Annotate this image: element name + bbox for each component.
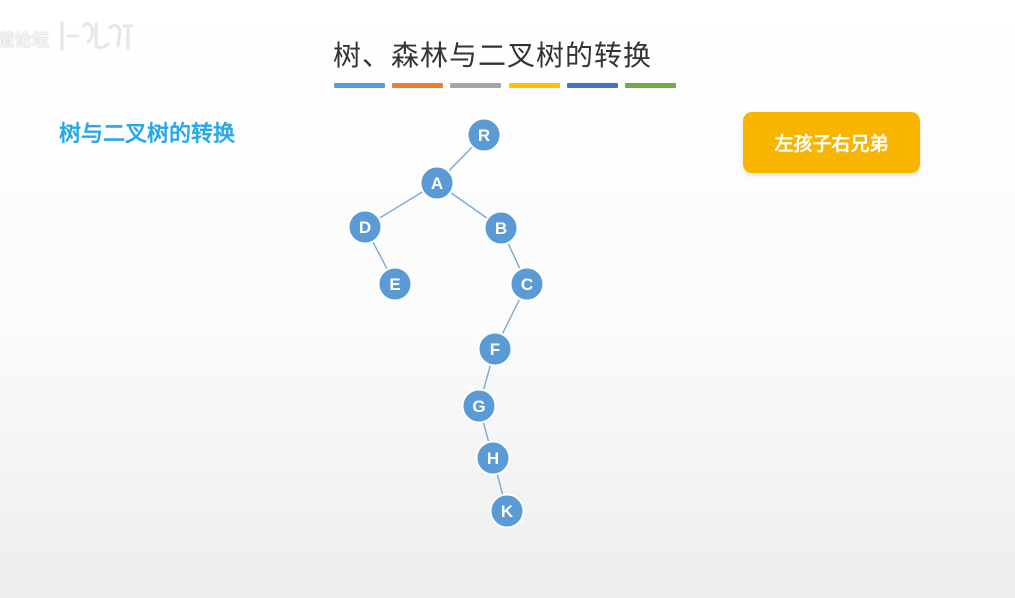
- tree-node-label: D: [359, 218, 371, 237]
- method-badge: 左孩子右兄弟: [743, 112, 920, 173]
- tree-node-label: E: [389, 275, 400, 294]
- tree-node-f: F: [477, 331, 513, 367]
- tree-node-label: R: [478, 126, 490, 145]
- tree-nodes: R A D B E C F G H K: [347, 117, 545, 529]
- watermark: 道论坛: [0, 0, 170, 62]
- tree-node-k: K: [489, 493, 525, 529]
- tree-node-label: B: [495, 219, 507, 238]
- color-bar-6: [625, 83, 676, 88]
- tree-node-circle: [347, 209, 383, 245]
- color-bar-1: [334, 83, 385, 88]
- tree-node-h: H: [475, 440, 511, 476]
- tree-node-c: C: [509, 266, 545, 302]
- tree-node-label: C: [521, 275, 533, 294]
- slide-title: 树、森林与二叉树的转换: [333, 39, 653, 72]
- method-badge-label: 左孩子右兄弟: [774, 133, 889, 155]
- watermark-text: 道论坛: [0, 31, 50, 51]
- tree-node-a: A: [419, 165, 455, 201]
- tree-node-circle: [477, 331, 513, 367]
- tree-node-d: D: [347, 209, 383, 245]
- tree-node-label: F: [490, 340, 500, 359]
- color-bar-3: [450, 83, 502, 88]
- tree-node-g: G: [461, 388, 497, 424]
- tree-node-circle: [509, 266, 545, 302]
- tree-node-label: H: [487, 449, 499, 468]
- tree-node-circle: [475, 440, 511, 476]
- tree-node-circle: [489, 493, 525, 529]
- watermark-logo-icon: [60, 20, 133, 52]
- tree-node-circle: [461, 388, 497, 424]
- tree-node-label: K: [501, 502, 514, 521]
- tree-node-r: R: [466, 117, 502, 153]
- tree-node-circle: [377, 266, 413, 302]
- tree-node-circle: [419, 165, 455, 201]
- slide-subtitle: 树与二叉树的转换: [59, 122, 236, 147]
- tree-node-circle: [483, 210, 519, 246]
- color-bar-2: [392, 83, 444, 88]
- color-bar-5: [566, 83, 618, 88]
- tree-node-circle: [466, 117, 502, 153]
- tree-node-label: G: [472, 397, 485, 416]
- tree-node-e: E: [377, 266, 413, 302]
- tree-node-label: A: [431, 174, 443, 193]
- tree-node-b: B: [483, 210, 519, 246]
- color-bar-4: [508, 83, 560, 88]
